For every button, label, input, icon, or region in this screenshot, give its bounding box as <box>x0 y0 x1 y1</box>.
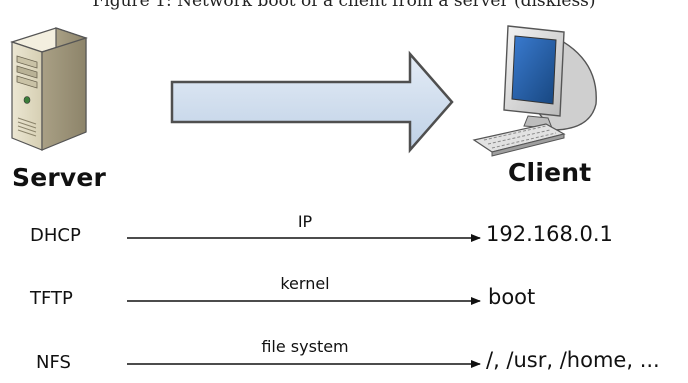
result-label: /, /usr, /home, ... <box>486 348 660 372</box>
protocol-label: DHCP <box>30 225 81 246</box>
payload-label: IP <box>297 212 313 231</box>
client-label: Client <box>508 158 592 187</box>
figure-caption: Figure 1: Network boot of a client from … <box>92 0 596 11</box>
payload-label: kernel <box>280 274 330 293</box>
protocol-label: TFTP <box>30 288 73 309</box>
transfer-arrow <box>170 50 454 154</box>
payload-label: file system <box>261 337 349 356</box>
server-tower-icon <box>10 27 88 151</box>
result-label: boot <box>488 285 536 309</box>
result-label: 192.168.0.1 <box>486 222 613 246</box>
desktop-computer-icon <box>472 25 597 157</box>
protocol-label: NFS <box>36 352 71 373</box>
server-label: Server <box>12 163 107 192</box>
